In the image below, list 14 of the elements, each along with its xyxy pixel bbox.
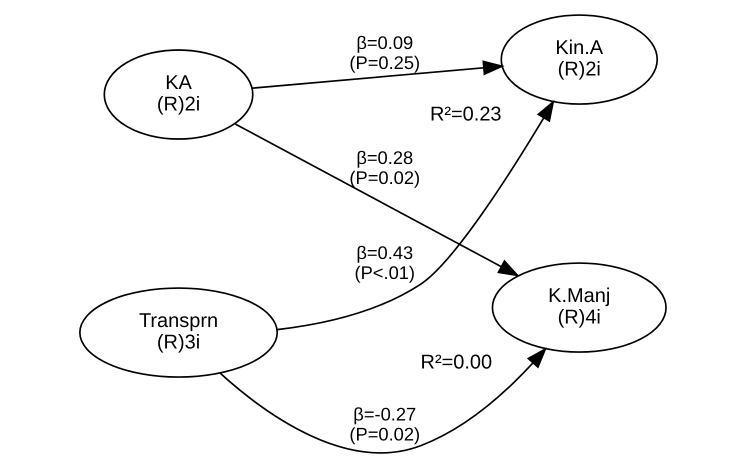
arrow (234, 123, 520, 277)
edge-label: β=0.43 (P<.01) (354, 242, 415, 283)
node-label: R²=0.23 (429, 103, 502, 126)
node-ellipse: Kin.A (R)2i (500, 14, 658, 105)
edge-label: β=0.28 (P=0.02) (348, 147, 420, 188)
arrow (276, 100, 554, 330)
node-label: R²=0.00 (420, 351, 492, 374)
node-ellipse: KA (R)2i (102, 49, 254, 140)
edge-label: β=-0.27 (P=0.02) (348, 403, 420, 444)
arrow (252, 60, 504, 89)
node-ellipse: K.Manj (R)4i (491, 262, 666, 353)
edge-label: β=0.09 (P=0.25) (348, 32, 420, 74)
node-ellipse: Transprn (R)3i (78, 287, 278, 378)
arrow (219, 347, 546, 454)
